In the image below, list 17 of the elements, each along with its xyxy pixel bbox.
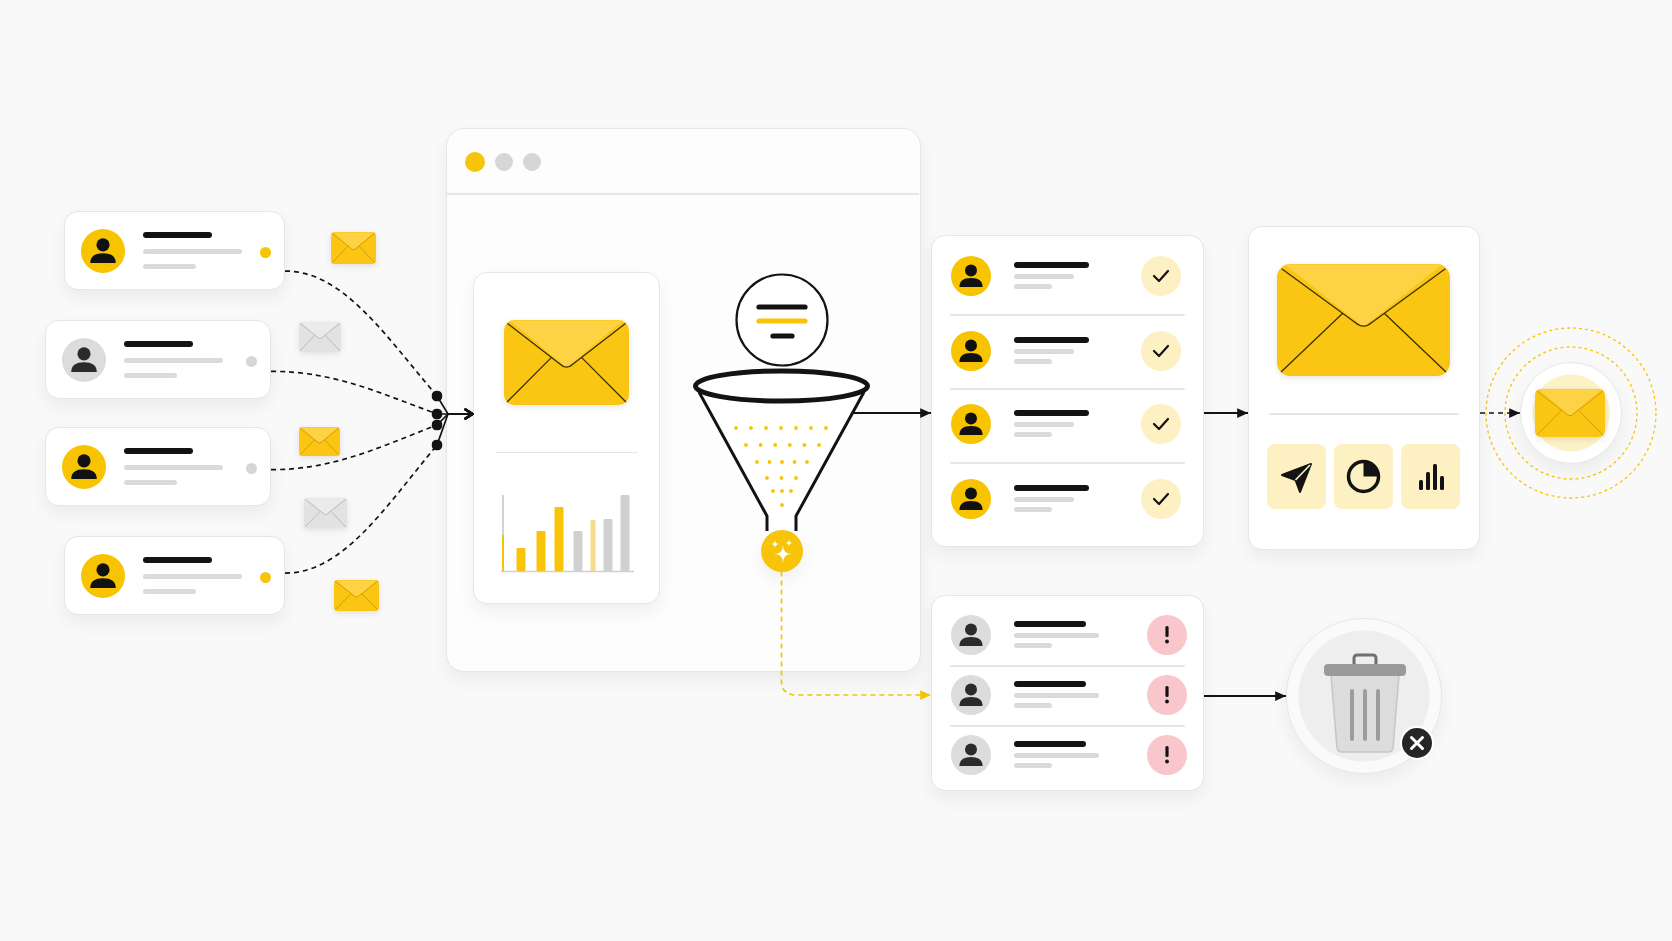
dashed-arrow	[1479, 408, 1521, 418]
dashed-arrow	[284, 408, 474, 574]
contact-card	[64, 536, 285, 615]
dashed-arrow	[780, 570, 932, 700]
email-summary-card	[1248, 226, 1480, 550]
sparkle-badge	[760, 529, 803, 572]
email-panel	[472, 271, 660, 604]
arrow	[1204, 408, 1248, 418]
arrow	[1204, 691, 1286, 701]
contact-card	[45, 320, 271, 399]
contact-card	[64, 211, 285, 290]
contact-list-panel	[931, 595, 1204, 791]
contact-list-panel	[931, 235, 1204, 547]
contact-card	[45, 427, 271, 506]
app-window	[446, 128, 921, 672]
email-circle	[1520, 362, 1622, 464]
arrow	[851, 408, 931, 418]
